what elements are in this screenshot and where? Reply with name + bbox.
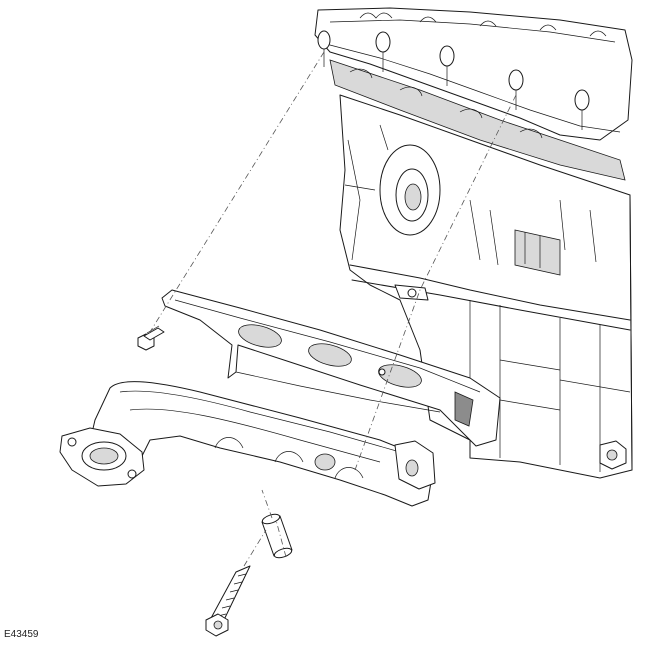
heat-shield xyxy=(161,289,501,447)
figure-id-label: E43459 xyxy=(4,629,39,640)
shield-bolt xyxy=(137,325,165,351)
engine-block xyxy=(314,7,633,479)
manifold-outlet-flange xyxy=(59,427,145,487)
exhaust-manifold xyxy=(59,381,436,507)
manifold-stud-bolt xyxy=(205,565,251,637)
manifold-spacer-sleeve xyxy=(261,513,293,559)
head-exhaust-studs xyxy=(317,30,590,130)
alignment-lines xyxy=(149,51,517,567)
